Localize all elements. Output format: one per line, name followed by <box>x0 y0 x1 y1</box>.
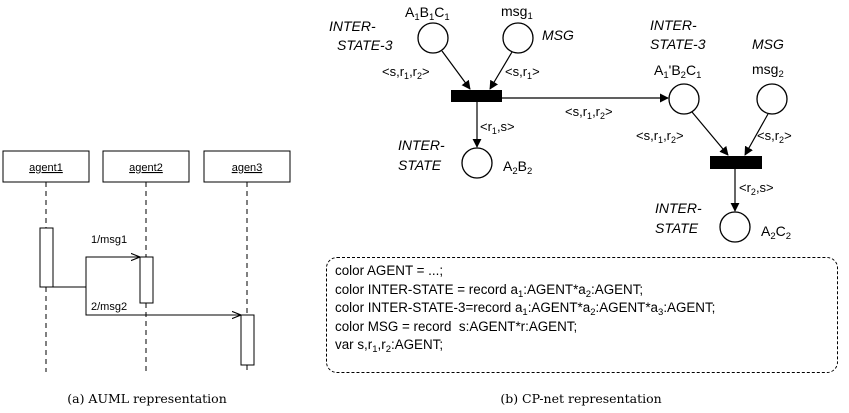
arc-a1b1c1-to-t1 <box>441 50 471 90</box>
transition-1 <box>451 90 502 102</box>
lifeline-agent1: agent1 <box>2 150 90 372</box>
place-msg1 <box>502 22 534 54</box>
arc-msg1-to-t1 <box>489 51 513 90</box>
message-label-msg2: 2/msg2 <box>91 301 127 313</box>
place-a2c2 <box>719 211 751 243</box>
color-declarations-box: color AGENT = ...; color INTER-STATE = r… <box>326 257 838 373</box>
place-type-msg-a: MSG <box>542 27 574 43</box>
lifeline-label-agent1: agent1 <box>29 162 63 174</box>
place-type-inter-state-a: INTER- <box>398 137 445 153</box>
place-msg2 <box>756 83 788 115</box>
place-type-inter-state-3-b: INTER- <box>650 17 697 33</box>
lifeline-label-agen3: agen3 <box>232 162 263 174</box>
arc-label-r1-s: <r1,s> <box>480 119 515 136</box>
place-type-inter-state-b: INTER- <box>655 200 702 216</box>
message-arrow-msg1 <box>53 257 140 288</box>
arc-msg2-to-t2 <box>744 113 769 156</box>
transition-2 <box>710 156 762 169</box>
declaration-line: color AGENT = ...; <box>335 263 444 278</box>
arc-label-s-r1-r2-a: <s,r1,r2> <box>382 64 430 81</box>
place-label-a1pb2c1: A1'B2C1 <box>654 62 701 81</box>
cpnet-diagram: A1B1C1 INTER- STATE-3 msg1 MSG <s,r1,r2>… <box>329 3 792 243</box>
arc-label-s-r1-r2-c: <s,r1,r2> <box>636 128 684 145</box>
place-a2b2 <box>461 147 493 179</box>
arc-a1pb2c1-to-t2 <box>691 111 729 156</box>
place-label-msg2: msg2 <box>752 61 784 80</box>
activation-bar-agent2 <box>139 256 154 304</box>
place-a1pb2c1 <box>668 83 700 115</box>
place-type-inter-state-b2: STATE <box>655 220 699 236</box>
caption-auml: (a) AUML representation <box>67 391 227 406</box>
activation-bar-agen3 <box>240 314 255 366</box>
place-type-inter-state-3-a2: STATE-3 <box>337 37 393 53</box>
place-label-msg1: msg1 <box>501 3 533 22</box>
declaration-line: color MSG = record s:AGENT*r:AGENT; <box>335 318 578 334</box>
declaration-line: color INTER-STATE = record a1:AGENT*a2:A… <box>335 281 644 300</box>
lifeline-label-agent2: agent2 <box>129 162 163 174</box>
place-label-a1b1c1: A1B1C1 <box>405 4 450 23</box>
arc-label-s-r1: <s,r1> <box>505 64 540 81</box>
arc-label-s-r2: <s,r2> <box>757 128 792 145</box>
place-type-msg-b: MSG <box>752 36 784 52</box>
place-type-inter-state-3-b2: STATE-3 <box>650 36 706 52</box>
activation-bar-agent1 <box>39 227 54 288</box>
message-label-msg1: 1/msg1 <box>91 234 127 246</box>
place-label-a2c2: A2C2 <box>761 223 791 242</box>
place-type-inter-state-a2: STATE <box>398 157 442 173</box>
lifeline-agen3: agen3 <box>203 150 291 372</box>
arc-label-r2-s: <r2,s> <box>739 180 774 197</box>
auml-diagram: agent1 agent2 agen3 1/msg1 2/msg2 <box>2 150 291 372</box>
declaration-line: color INTER-STATE-3=record a1:AGENT*a2:A… <box>335 300 716 319</box>
place-label-a2b2: A2B2 <box>503 158 532 177</box>
arc-label-s-r1-r2-b: <s,r1,r2> <box>565 104 613 121</box>
place-a1b1c1 <box>417 22 449 54</box>
place-type-inter-state-3-a: INTER- <box>329 18 376 34</box>
message-arrow-msg2 <box>85 287 241 315</box>
caption-cpnet: (b) CP-net representation <box>500 391 661 406</box>
declaration-line: var s,r1,r2:AGENT; <box>335 337 444 356</box>
